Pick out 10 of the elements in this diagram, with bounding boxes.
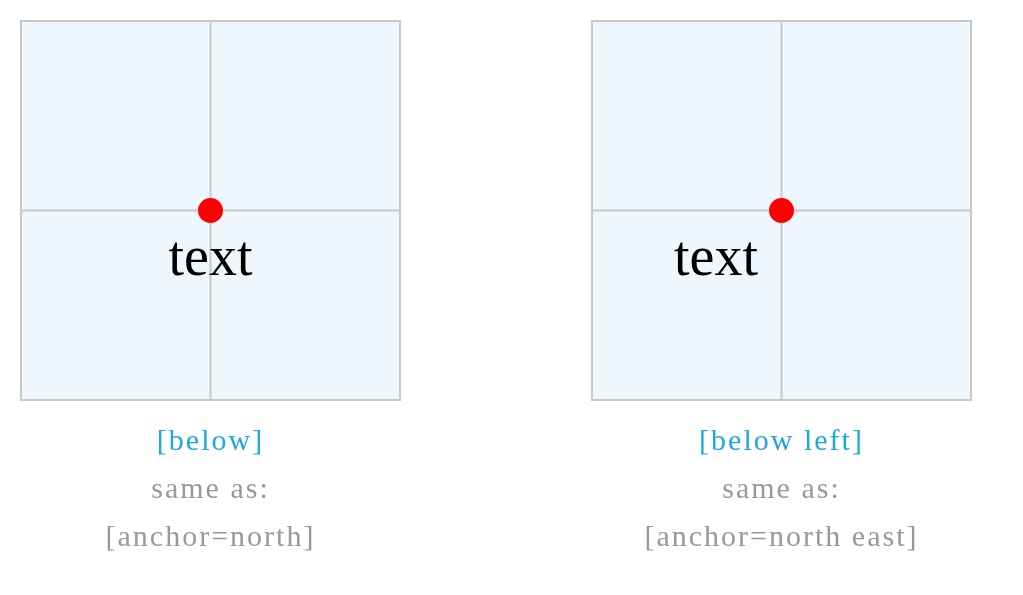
note-text: [anchor=north east] [643, 521, 920, 551]
note-text: same as: [721, 473, 842, 503]
grid-box [591, 20, 972, 401]
option-caption: [below] [155, 425, 266, 455]
note-text: same as: [150, 473, 271, 503]
node-text: text [674, 228, 758, 284]
node-text: text [168, 228, 253, 284]
option-caption: [below left] [698, 425, 865, 455]
grid-box [20, 20, 401, 401]
note-text: [anchor=north] [104, 521, 317, 551]
